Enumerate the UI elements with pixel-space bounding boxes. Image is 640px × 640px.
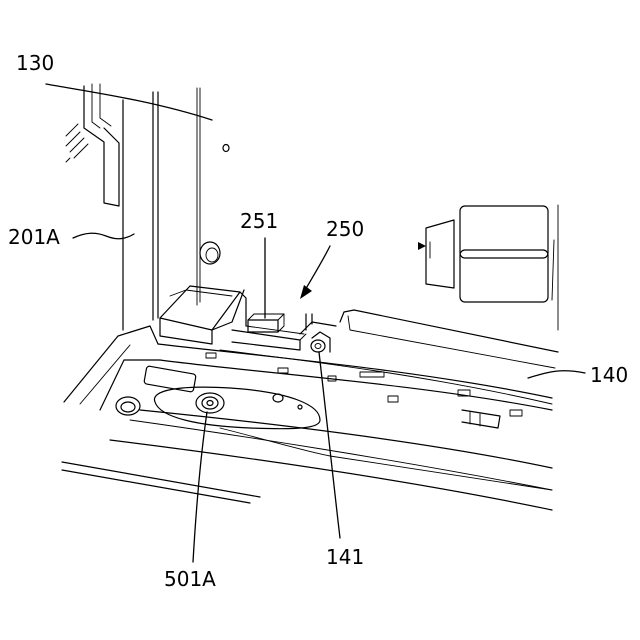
- label-140: 140: [590, 363, 628, 387]
- base-tray: [62, 310, 558, 510]
- label-141: 141: [326, 545, 364, 569]
- leader-130: [46, 84, 212, 120]
- vertical-pillar: [66, 84, 229, 330]
- arrow-250: [304, 246, 330, 292]
- label-130: 130: [16, 51, 54, 75]
- arrow-250-head: [300, 285, 312, 299]
- label-201a: 201A: [8, 225, 60, 249]
- label-251: 251: [240, 209, 278, 233]
- leader-201a: [73, 233, 134, 239]
- back-panel: [418, 205, 558, 330]
- leader-140: [528, 371, 585, 378]
- reference-labels: 130 201A 251 250 140 141 501A: [8, 51, 628, 591]
- label-501a: 501A: [164, 567, 216, 591]
- latch-assembly: [160, 286, 336, 352]
- label-250: 250: [326, 217, 364, 241]
